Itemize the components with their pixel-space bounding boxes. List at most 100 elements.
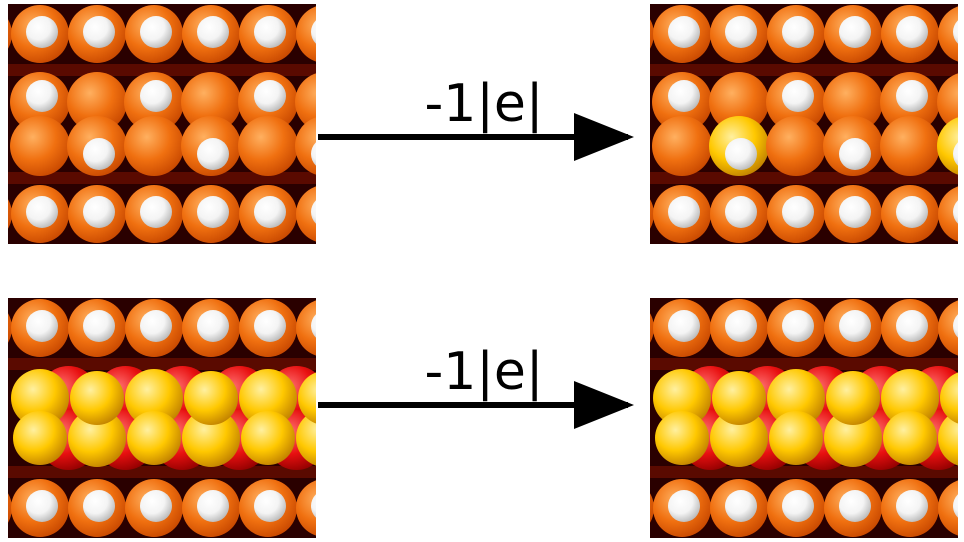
hydrogen-atom [311,20,316,44]
hydrogen-atom [896,490,928,522]
panel-top-right [650,4,958,244]
hydrogen-atom [140,490,172,522]
orange-atom [295,73,316,131]
hydrogen-atom [254,16,286,48]
orange-atom [181,72,241,132]
orange-atom [650,313,654,343]
orange-atom [296,300,316,356]
hydrogen-atom [254,80,286,112]
hydrogen-atom [896,16,928,48]
orange-atom [8,313,12,343]
hydrogen-atom [311,314,316,338]
hydrogen-atom [668,80,700,112]
orange-atom [124,116,184,176]
orange-atom [880,116,940,176]
hydrogen-atom [953,494,958,518]
yellow-atom [881,369,939,427]
hydrogen-atom [140,16,172,48]
yellow-atom [655,411,709,465]
orange-atom [650,19,654,49]
molecule-panel-svg [8,4,316,244]
hydrogen-atom [26,16,58,48]
yellow-atom [70,371,124,425]
hydrogen-atom [83,16,115,48]
hydrogen-atom [83,138,115,170]
hydrogen-atom [197,196,229,228]
orange-atom [937,73,958,131]
yellow-atom [184,371,238,425]
hydrogen-atom [668,196,700,228]
yellow-atom [68,409,126,467]
hydrogen-atom [725,138,757,170]
hydrogen-atom [197,490,229,522]
orange-atom [823,72,883,132]
hydrogen-atom [254,310,286,342]
orange-atom [238,116,298,176]
yellow-atom [241,411,295,465]
hydrogen-atom [782,80,814,112]
hydrogen-atom [197,310,229,342]
hydrogen-atom [83,310,115,342]
hydrogen-atom [140,196,172,228]
yellow-atom [296,410,316,466]
hydrogen-atom [782,16,814,48]
hydrogen-atom [953,142,958,166]
hydrogen-atom [311,494,316,518]
hydrogen-atom [311,142,316,166]
yellow-atom [239,369,297,427]
hydrogen-atom [953,200,958,224]
hydrogen-atom [254,490,286,522]
orange-atom [296,6,316,62]
yellow-atom [13,411,67,465]
yellow-atom [938,410,958,466]
hydrogen-atom [782,310,814,342]
yellow-atom [125,369,183,427]
yellow-atom [824,409,882,467]
yellow-atom [710,409,768,467]
molecule-panel-svg [8,298,316,538]
hydrogen-atom [896,196,928,228]
hydrogen-atom [782,196,814,228]
hydrogen-atom [140,80,172,112]
yellow-atom [11,369,69,427]
orange-atom [296,480,316,536]
hydrogen-atom [953,314,958,338]
hydrogen-atom [725,310,757,342]
hydrogen-atom [197,138,229,170]
orange-atom [10,116,70,176]
hydrogen-atom [782,490,814,522]
hydrogen-atom [26,310,58,342]
orange-atom [766,116,826,176]
yellow-atom [937,117,958,175]
hydrogen-atom [839,310,871,342]
arrow-top-label: -1|e| [424,74,544,134]
orange-atom [8,493,12,523]
yellow-atom [940,372,958,424]
hydrogen-atom [668,490,700,522]
yellow-atom [653,369,711,427]
hydrogen-atom [725,490,757,522]
hydrogen-atom [197,16,229,48]
panel-bottom-left [8,298,316,538]
orange-atom [709,72,769,132]
hydrogen-atom [83,196,115,228]
orange-atom [938,186,958,242]
hydrogen-atom [839,490,871,522]
orange-atom [650,493,654,523]
hydrogen-atom [26,80,58,112]
orange-atom [652,116,712,176]
hydrogen-atom [725,196,757,228]
hydrogen-atom [953,20,958,44]
hydrogen-atom [896,80,928,112]
hydrogen-atom [839,16,871,48]
hydrogen-atom [839,138,871,170]
yellow-atom [883,411,937,465]
hydrogen-atom [26,490,58,522]
hydrogen-atom [83,490,115,522]
hydrogen-atom [668,16,700,48]
panel-top-left [8,4,316,244]
hydrogen-atom [668,310,700,342]
hydrogen-atom [896,310,928,342]
orange-atom [8,19,12,49]
yellow-atom [182,409,240,467]
